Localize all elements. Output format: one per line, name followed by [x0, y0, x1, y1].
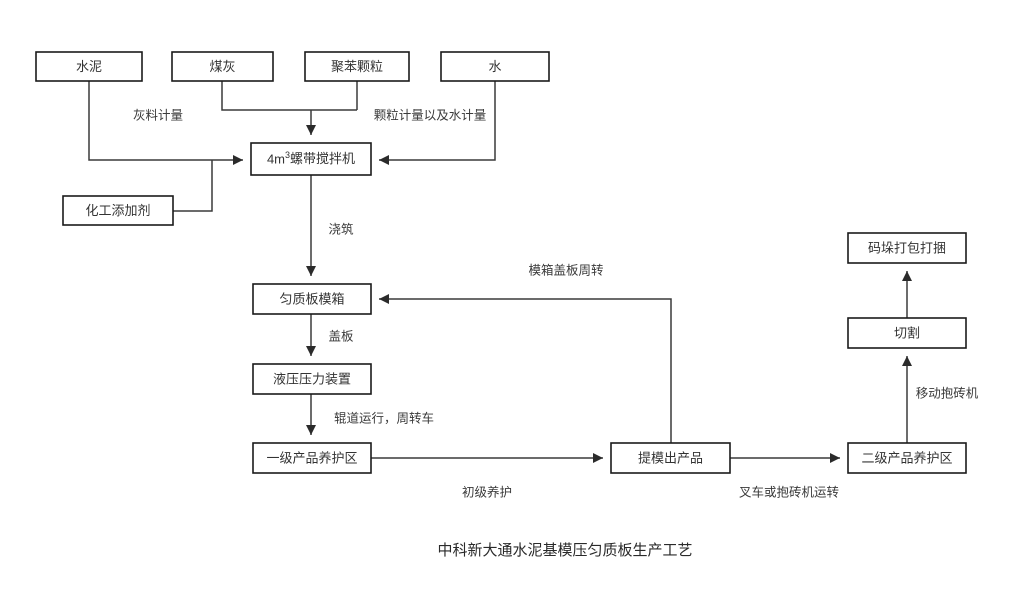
edge-additive-to-mixer — [173, 160, 213, 212]
edge-cutting-to-palletize — [902, 271, 912, 318]
edge-label-mold-cover-cycle: 模箱盖板周转 — [528, 262, 603, 277]
node-box[interactable] — [440, 51, 550, 82]
edge-moldbox-to-hydraulic — [306, 314, 316, 356]
node-label: 码垛打包打捆 — [868, 240, 946, 255]
edge-label-mobile-brick-clamp: 移动抱砖机 — [916, 385, 979, 400]
node-coal-ash[interactable]: 煤灰 — [171, 51, 274, 82]
node-label: 化工添加剂 — [85, 203, 150, 218]
arrowhead-icon — [306, 266, 316, 276]
edge-path — [173, 160, 213, 212]
node-box[interactable] — [252, 363, 372, 395]
edge-label-particle-water-meter: 颗粒计量以及水计量 — [374, 107, 487, 122]
edge-label-pouring: 浇筑 — [328, 221, 354, 236]
arrowhead-icon — [306, 125, 316, 135]
edge-label-forklift-transfer: 叉车或抱砖机运转 — [739, 484, 839, 499]
node-label: 煤灰 — [209, 59, 235, 74]
node-label: 聚苯颗粒 — [331, 59, 383, 74]
edge-cement-to-mixer — [88, 81, 243, 165]
node-box[interactable] — [304, 51, 410, 82]
arrowhead-icon — [593, 453, 603, 463]
edge-coalash-to-merge — [221, 81, 357, 111]
node-box[interactable] — [252, 442, 372, 474]
node-label: 匀质板模箱 — [279, 291, 344, 306]
node-label: 二级产品养护区 — [861, 450, 952, 465]
arrowhead-icon — [379, 294, 389, 304]
node-box[interactable] — [35, 51, 143, 82]
node-box[interactable] — [847, 442, 967, 474]
arrowhead-icon — [830, 453, 840, 463]
edge-path — [88, 81, 243, 161]
node-cure-1[interactable]: 一级产品养护区 — [252, 442, 372, 474]
node-label: 4m3螺带搅拌机 — [267, 150, 355, 166]
edge-water-to-mixer — [379, 81, 496, 165]
arrowhead-icon — [233, 155, 243, 165]
node-label: 提模出产品 — [638, 450, 703, 465]
node-water[interactable]: 水 — [440, 51, 550, 82]
edge-mixer-to-moldbox — [306, 175, 316, 276]
edge-demold-to-moldbox — [379, 294, 672, 443]
arrowhead-icon — [379, 155, 389, 165]
node-label: 水 — [488, 59, 501, 74]
node-label: 液压压力装置 — [273, 371, 351, 386]
node-cutting[interactable]: 切割 — [847, 317, 967, 349]
edge-hydraulic-to-cure1 — [306, 394, 316, 435]
node-demold[interactable]: 提模出产品 — [610, 442, 731, 474]
node-box[interactable] — [250, 142, 372, 176]
edge-path — [379, 298, 672, 443]
node-hydraulic[interactable]: 液压压力装置 — [252, 363, 372, 395]
arrowhead-icon — [902, 356, 912, 366]
node-label: 切割 — [894, 325, 920, 340]
arrowhead-icon — [306, 346, 316, 356]
edge-cure2-to-cutting — [902, 356, 912, 443]
node-eps-particle[interactable]: 聚苯颗粒 — [304, 51, 410, 82]
edges-layer — [88, 81, 912, 463]
node-label: 一级产品养护区 — [266, 450, 357, 465]
node-box[interactable] — [62, 195, 174, 226]
edge-cure1-to-demold — [371, 453, 603, 463]
edge-demold-to-cure2 — [730, 453, 840, 463]
nodes-layer: 水泥 煤灰 聚苯颗粒 水 4m3螺带搅拌机化工添加剂匀质板模箱液压压力装置一级产品养护区… — [35, 51, 967, 474]
node-palletizing[interactable]: 码垛打包打捆 — [847, 232, 967, 264]
node-box[interactable] — [171, 51, 274, 82]
node-box[interactable] — [847, 317, 967, 349]
node-label: 水泥 — [76, 59, 102, 74]
node-mold-box[interactable]: 匀质板模箱 — [252, 283, 372, 315]
node-mixer[interactable]: 4m3螺带搅拌机 — [250, 142, 372, 176]
edge-merge-to-mixer — [306, 110, 316, 135]
node-box[interactable] — [610, 442, 731, 474]
edge-label-roller-transfer: 辊道运行，周转车 — [334, 410, 434, 425]
node-cement[interactable]: 水泥 — [35, 51, 143, 82]
node-box[interactable] — [252, 283, 372, 315]
node-cure-2[interactable]: 二级产品养护区 — [847, 442, 967, 474]
arrowhead-icon — [306, 425, 316, 435]
arrowhead-icon — [902, 271, 912, 281]
edge-path — [221, 81, 357, 111]
edge-label-primary-curing: 初级养护 — [462, 484, 512, 499]
node-additive[interactable]: 化工添加剂 — [62, 195, 174, 226]
edge-path — [379, 81, 496, 161]
node-box[interactable] — [847, 232, 967, 264]
edge-label-cover-plate: 盖板 — [328, 329, 354, 343]
diagram-caption: 中科新大通水泥基模压匀质板生产工艺 — [437, 541, 692, 559]
edge-label-ash-metering: 灰料计量 — [133, 108, 183, 122]
